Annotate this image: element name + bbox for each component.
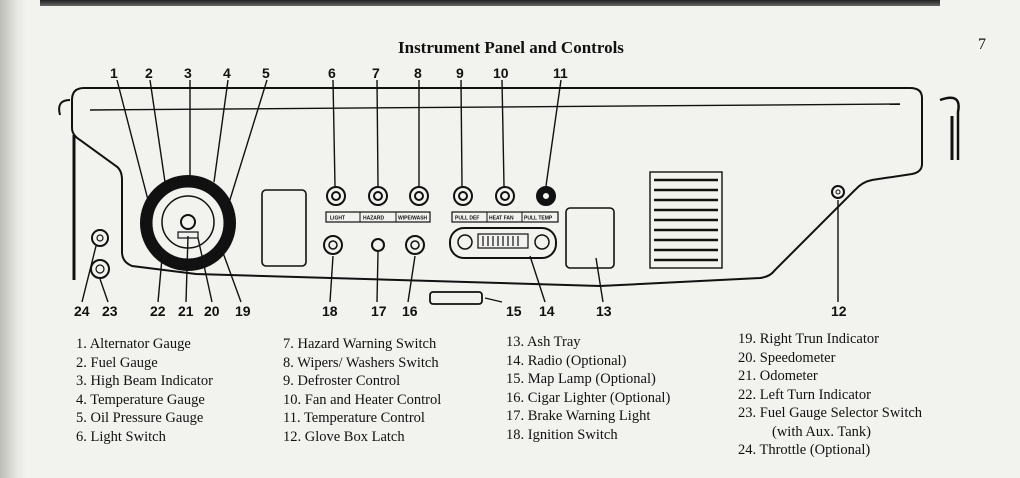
legend-column-1: 1. Alternator Gauge 2. Fuel Gauge 3. Hig… <box>76 335 213 446</box>
callout-2: 2 <box>145 65 153 81</box>
legend-item: 24. Throttle (Optional) <box>738 442 871 458</box>
legend-item: 14. Radio (Optional) <box>506 352 627 369</box>
legend-item: 21. Odometer <box>738 368 818 384</box>
callout-8: 8 <box>414 65 422 81</box>
callout-15: 15 <box>506 303 522 319</box>
switch-label-hazard: HAZARD <box>363 216 384 222</box>
page-binding-shadow <box>0 0 26 478</box>
callout-22: 22 <box>150 303 166 319</box>
legend-item: 20. Speedometer <box>738 349 836 366</box>
legend-item: 7. Hazard Warning Switch <box>283 336 437 352</box>
switch-label-pull-def: PULL DEF <box>455 216 479 222</box>
legend-item: 23. Fuel Gauge Selector Switch <box>738 405 923 421</box>
switch-label-pull-temp: PULL TEMP <box>524 216 553 222</box>
callout-20: 20 <box>204 303 220 319</box>
legend-item: 12. Glove Box Latch <box>283 428 405 445</box>
legend-column-3: 13. Ash Tray 14. Radio (Optional) 15. Ma… <box>506 333 670 444</box>
legend-item: 4. Temperature Gauge <box>76 391 205 408</box>
legend-item: 16. Cigar Lighter (Optional) <box>506 389 671 406</box>
callout-10: 10 <box>493 65 509 81</box>
callout-21: 21 <box>178 303 194 319</box>
legend-item: 3. High Beam Indicator <box>76 373 213 389</box>
legend-item: 9. Defroster Control <box>283 373 401 389</box>
callout-18: 18 <box>322 303 338 319</box>
callout-3: 3 <box>184 65 192 81</box>
callout-9: 9 <box>456 65 464 81</box>
switch-label-wipewash: WIPE/WASH <box>398 216 428 222</box>
switch-label-heat-fan: HEAT FAN <box>489 216 514 222</box>
legend-item: 10. Fan and Heater Control <box>283 391 442 408</box>
legend-item: 11. Temperature Control <box>283 410 425 426</box>
scan-top-edge <box>40 0 940 6</box>
legend-item: 1. Alternator Gauge <box>76 336 191 352</box>
callout-4: 4 <box>223 65 231 81</box>
legend-item: 6. Light Switch <box>76 428 166 445</box>
callout-14: 14 <box>539 303 555 319</box>
legend-item: 18. Ignition Switch <box>506 426 618 443</box>
legend-item: 22. Left Turn Indicator <box>738 386 871 403</box>
callout-13: 13 <box>596 303 612 319</box>
legend-item: 15. Map Lamp (Optional) <box>506 371 656 387</box>
callout-16: 16 <box>402 303 418 319</box>
legend-item: 19. Right Trun Indicator <box>738 331 879 347</box>
switch-label-light: LIGHT <box>330 216 345 222</box>
legend-item: 8. Wipers/ Washers Switch <box>283 354 439 371</box>
page-number: 7 <box>978 36 986 53</box>
legend-item-continuation: (with Aux. Tank) <box>772 423 872 440</box>
callout-12: 12 <box>831 303 847 319</box>
callout-5: 5 <box>262 65 270 81</box>
legend-item: 5. Oil Pressure Gauge <box>76 410 204 426</box>
legend-column-2: 7. Hazard Warning Switch 8. Wipers/ Wash… <box>283 335 441 446</box>
legend-item: 17. Brake Warning Light <box>506 408 651 424</box>
page-title: Instrument Panel and Controls <box>398 38 624 57</box>
callout-23: 23 <box>102 303 118 319</box>
legend-item: 13. Ash Tray <box>506 334 581 350</box>
legend-item: 2. Fuel Gauge <box>76 354 158 371</box>
legend-column-4: 19. Right Trun Indicator 20. Speedometer… <box>738 330 922 460</box>
callout-11: 11 <box>553 65 568 81</box>
callout-17: 17 <box>371 303 387 319</box>
callout-19: 19 <box>235 303 251 319</box>
callout-6: 6 <box>328 65 336 81</box>
callout-24: 24 <box>74 303 90 319</box>
callout-7: 7 <box>372 65 380 81</box>
callout-1: 1 <box>110 65 118 81</box>
